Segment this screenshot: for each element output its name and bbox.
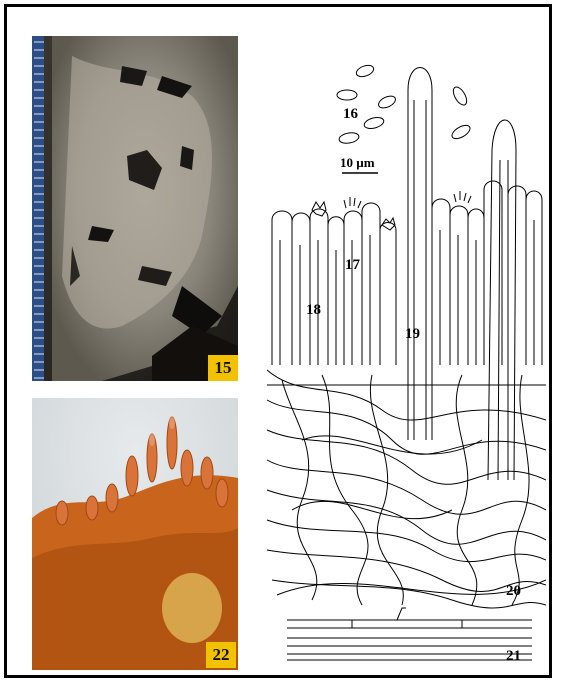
hymenium-line-drawing	[262, 40, 546, 670]
photo-fruiting-body: 15	[32, 36, 238, 381]
label-18: 18	[306, 302, 321, 319]
micrograph-image	[32, 398, 238, 670]
label-16: 16	[343, 106, 358, 123]
label-21: 21	[506, 648, 521, 665]
label-17: 17	[345, 257, 360, 274]
fruiting-body-image	[32, 36, 238, 381]
label-19: 19	[405, 326, 420, 343]
label-20: 20	[506, 583, 521, 600]
photo-micrograph: 22	[32, 398, 238, 670]
spores	[337, 63, 472, 144]
panel-15-badge: 15	[208, 355, 238, 381]
cystidia	[408, 68, 516, 481]
subiculum-hyphae	[267, 370, 546, 608]
generative-hyphae	[287, 608, 532, 660]
scale-bar-label: 10 µm	[340, 155, 375, 171]
panel-22-badge: 22	[206, 642, 236, 668]
